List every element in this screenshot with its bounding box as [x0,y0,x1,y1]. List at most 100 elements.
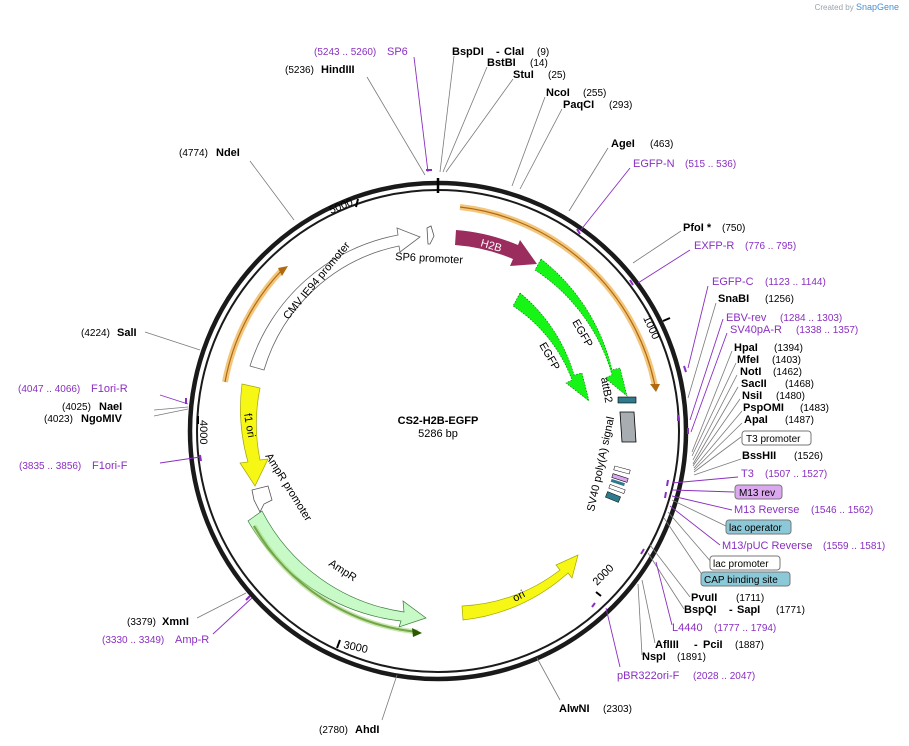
feature-polya[interactable] [619,411,637,443]
site-bspdi[interactable]: BspDI [452,46,484,58]
site-pcii[interactable]: PciI [703,639,723,651]
site-mfei[interactable]: MfeI [737,354,759,366]
primer-ticks [185,169,689,608]
primer-pbr322ori-f-range: (2028 .. 2047) [693,671,755,682]
feature-f1ori-label: f1 ori [241,412,257,438]
site-agei[interactable]: AgeI [611,138,635,150]
orange-halo-egfp-arrowhead [650,384,660,392]
box-m13-rev[interactable] [734,484,783,500]
feature-ampr-promoter-arrow[interactable] [251,485,273,513]
site-nspi-pos: (1891) [677,652,706,663]
site-bstbi-pos: (14) [530,58,548,69]
primer-m13-reverse[interactable]: M13 Reverse [734,504,799,516]
scale-label-2000: 2000 [591,562,617,588]
site-ncoi[interactable]: NcoI [546,87,570,99]
primer-egfp-c-range: (1123 .. 1144) [765,277,826,288]
box-cap-binding-site-label: CAP binding site [704,575,778,586]
orange-halo-egfp-line [459,206,656,387]
site-pvuii[interactable]: PvuII [691,592,717,604]
primer-sv40pa-r[interactable]: SV40pA-R [730,324,782,336]
orange-halo-cmv-line [224,269,283,383]
site-noti[interactable]: NotI [740,366,761,378]
box-lac-promoter[interactable] [709,555,781,571]
site-bstbi[interactable]: BstBI [487,57,516,69]
site-clai[interactable]: ClaI [504,46,524,58]
site-ngomiv-pos: (4023) [44,414,73,425]
site-snabi[interactable]: SnaBI [718,293,749,305]
primer-sp6[interactable]: SP6 [387,46,408,58]
site-naei[interactable]: NaeI [99,401,122,413]
site-bspdi-pos: (9) [537,47,549,58]
feature-ampr-underline-arrowhead [412,628,422,637]
scale-label-3000: 3000 [342,639,368,656]
site-alwni-pos: (2303) [603,704,632,715]
primer-exfp-r[interactable]: EXFP-R [694,240,734,252]
feature-egfp-inner-arrow[interactable] [512,292,590,402]
site-afliii[interactable]: AflIII [655,639,679,651]
site-paqci[interactable]: PaqCI [563,99,594,111]
feature-sp6-promoter-label: SP6 promoter [395,251,464,267]
primer-m13-reverse-range: (1546 .. 1562) [811,505,873,516]
primer-l4440[interactable]: L4440 [672,622,703,634]
site-nsii[interactable]: NsiI [742,390,762,402]
primer-amp-r[interactable]: Amp-R [175,634,209,646]
site-bspqi[interactable]: BspQI [684,604,716,616]
site-hpai[interactable]: HpaI [734,342,758,354]
primer-egfp-n[interactable]: EGFP-N [633,158,675,170]
site-stui-pos: (25) [548,70,566,81]
site-pspomi-pos: (1483) [800,403,829,414]
primer-ebv-rev[interactable]: EBV-rev [726,312,767,324]
site-stui[interactable]: StuI [513,69,534,81]
site-ahdi[interactable]: AhdI [355,724,379,736]
box-t3-promoter-label: T3 promoter [746,434,801,445]
feature-small-marks [605,465,631,503]
primer-m13-puc-reverse[interactable]: M13/pUC Reverse [722,540,812,552]
primer-pbr322ori-f[interactable]: pBR322ori-F [617,670,680,682]
feature-f1ori-arrow[interactable] [239,383,269,487]
primer-m13-puc-reverse-range: (1559 .. 1581) [823,541,885,552]
feature-ampr-halo [251,524,419,635]
feature-attb2[interactable] [617,396,637,404]
site-afliii-pos: (1887) [735,640,764,651]
primer-f1ori-r-range: (4047 .. 4066) [18,384,80,395]
site-pfoi-pos: (750) [722,223,745,234]
site-naei-pos: (4025) [62,402,91,413]
site-nspi[interactable]: NspI [642,651,666,663]
primer-exfp-r-range: (776 .. 795) [745,241,796,252]
site-bsshii[interactable]: BssHII [742,450,776,462]
primer-egfp-c[interactable]: EGFP-C [712,276,754,288]
site-sacii-pos: (1468) [785,379,814,390]
site-ndei[interactable]: NdeI [216,147,240,159]
feature-ori-label: ori [511,588,527,604]
feature-h2b-arrow[interactable] [455,230,537,266]
primer-f1ori-r[interactable]: F1ori-R [91,383,128,395]
scale-ticks [197,198,671,649]
site-sali[interactable]: SalI [117,327,137,339]
primer-f1ori-f[interactable]: F1ori-F [92,460,128,472]
primer-f1ori-f-range: (3835 .. 3856) [19,461,81,472]
site-sapi[interactable]: SapI [737,604,760,616]
site-pspomi[interactable]: PspOMI [743,402,784,414]
site-xmni[interactable]: XmnI [162,616,189,628]
primer-t3[interactable]: T3 [741,468,754,480]
feature-sp6-promoter-arrow[interactable] [426,225,435,245]
site-paqci-pos: (293) [609,100,632,111]
site-apai[interactable]: ApaI [744,414,768,426]
site-sacii[interactable]: SacII [741,378,767,390]
box-t3-promoter[interactable] [741,430,812,446]
feature-egfp-outer-arrow[interactable] [534,258,628,397]
credit-prefix: Created by [814,3,854,12]
site-ngomiv[interactable]: NgoMIV [81,413,123,425]
plasmid-name: CS2-H2B-EGFP [398,415,479,427]
feature-ori-arrow[interactable] [461,554,579,621]
box-cap-binding-site[interactable] [700,571,791,587]
site-ahdi-pos: (2780) [319,725,348,736]
site-hindiii[interactable]: HindIII [321,64,355,76]
box-lac-operator[interactable] [725,519,792,535]
site-sali-pos: (4224) [81,328,110,339]
site-alwni[interactable]: AlwNI [559,703,590,715]
site-pfoi[interactable]: PfoI * [683,222,712,234]
plasmid-length: 5286 bp [418,428,458,440]
feature-cmv-arrow[interactable] [249,227,421,371]
